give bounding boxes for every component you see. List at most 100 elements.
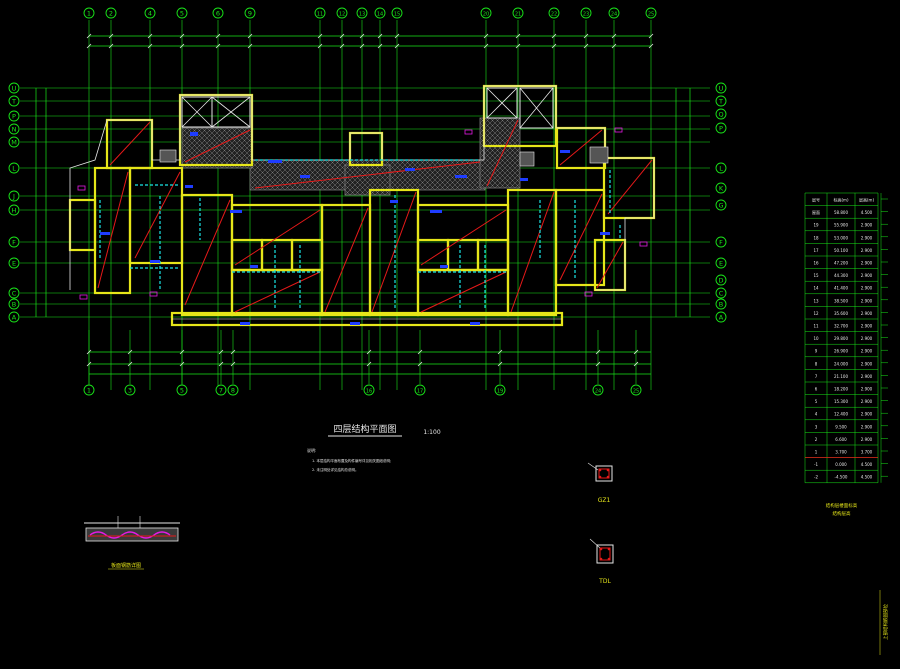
axis-bubble-right-0: U [715, 82, 727, 94]
drawing-title: 四层结构平面图 [333, 423, 396, 435]
table-cell: 16 [813, 261, 819, 266]
axis-label: 22 [551, 11, 557, 17]
axis-bubble-bottom-2: 5 [176, 384, 188, 396]
axis-label: 9 [248, 9, 252, 17]
axis-bubble-top-13: 22 [548, 7, 560, 19]
table-cell: 2.900 [861, 273, 873, 278]
table-cell: 13 [813, 298, 819, 303]
axis-bubble-left-11: B [8, 298, 20, 310]
table-cell: 2.900 [861, 324, 873, 329]
axis-label: 7 [219, 386, 223, 394]
table-cell: 标高(m) [833, 197, 848, 203]
axis-label: 2 [109, 9, 113, 17]
table-cell: 0.000 [835, 462, 847, 467]
table-cell: 2.900 [861, 336, 873, 341]
table-cell: 8 [815, 361, 818, 366]
axis-bubble-right-8: E [715, 257, 727, 269]
drawing-scale: 1:100 [423, 429, 440, 436]
axis-bubble-right-7: F [715, 236, 727, 248]
table-cell: 2.900 [861, 223, 873, 228]
axis-bubble-bottom-0: 1 [83, 384, 95, 396]
table-cell: 2.900 [861, 424, 873, 429]
axis-label: Q [718, 110, 723, 118]
table-cell: 18 [813, 235, 819, 240]
axis-label: 25 [648, 11, 654, 17]
axis-label: M [11, 138, 17, 146]
axis-label: L [12, 164, 16, 172]
table-cell: 11 [813, 324, 819, 329]
axis-label: 24 [595, 388, 601, 394]
table-cell: 21.100 [834, 374, 848, 379]
notes-heading: 说明: [307, 447, 316, 453]
axis-bubble-left-6: J [8, 190, 20, 202]
axis-bubble-top-4: 6 [212, 7, 224, 19]
axis-label: P [719, 124, 723, 132]
axis-bubble-left-3: N [8, 123, 20, 135]
axis-bubble-bottom-6: 17 [414, 384, 426, 396]
axis-label: 20 [483, 11, 489, 17]
axis-label: K [719, 184, 724, 192]
table-cell: 4.500 [861, 462, 873, 467]
axis-label: U [12, 84, 17, 92]
table-cell: 10 [813, 336, 819, 341]
axis-label: 25 [633, 388, 639, 394]
table-cell: 3.700 [861, 450, 873, 455]
axis-bubble-top-6: 11 [314, 7, 326, 19]
axis-bubble-bottom-4: 8 [227, 384, 239, 396]
axis-label: P [12, 112, 16, 120]
table-cell: 2.900 [861, 298, 873, 303]
axis-bubble-right-3: P [715, 122, 727, 134]
axis-label: T [11, 97, 16, 105]
axis-bubble-left-0: U [8, 82, 20, 94]
table-cell: 3 [815, 424, 818, 429]
table-cell: 15 [813, 273, 819, 278]
table-cell: 2.900 [861, 399, 873, 404]
axis-label: H [12, 206, 17, 214]
axis-bubble-top-1: 2 [105, 7, 117, 19]
axis-bubble-left-4: M [8, 136, 20, 148]
axis-label: E [719, 259, 723, 267]
axis-bubble-top-3: 5 [176, 7, 188, 19]
note-line-2: 2. 未注明处详见结构总说明。 [312, 467, 358, 472]
note-line-1: 1. 本层结构平面布置及构件编号详见相关图纸说明; [312, 458, 391, 463]
axis-bubble-left-10: C [8, 287, 20, 299]
axis-label: F [12, 238, 16, 246]
axis-label: E [12, 259, 16, 267]
table-footer-line: 结构层楼面标高 [826, 502, 858, 509]
table-cell: 35.600 [834, 311, 848, 316]
table-cell: 24.000 [834, 361, 848, 366]
axis-bubble-right-6: G [715, 199, 727, 211]
grid-layer [20, 20, 710, 390]
axis-label: 19 [497, 388, 503, 394]
axis-label: D [718, 276, 723, 284]
table-cell: 层高(m) [859, 197, 874, 203]
axis-label: T [718, 97, 723, 105]
section-label: 板面钢筋详图 [111, 562, 141, 569]
table-side-label: 上部结构嵌固部位 [882, 604, 889, 640]
detail-1-label: GZ1 [598, 497, 611, 504]
table-cell: 38.500 [834, 298, 848, 303]
axis-bubble-right-10: C [715, 287, 727, 299]
axis-label: 5 [180, 386, 184, 394]
axis-label: 8 [231, 386, 235, 394]
table-cell: 47.200 [834, 261, 848, 266]
axis-bubble-bottom-1: 3 [124, 384, 136, 396]
table-cell: 18.200 [834, 387, 848, 392]
table-cell: 2.900 [861, 349, 873, 354]
table-cell: 14 [813, 286, 819, 291]
table-footer-line: 结构层高 [833, 510, 851, 517]
table-cell: 58.800 [834, 210, 848, 215]
axis-bubble-right-9: D [715, 274, 727, 286]
axis-bubble-left-9: E [8, 257, 20, 269]
axis-label: 11 [317, 11, 323, 17]
axis-bubble-right-5: K [715, 182, 727, 194]
table-cell: 2.900 [861, 248, 873, 253]
table-cell: 2.900 [861, 311, 873, 316]
axis-label: 15 [394, 11, 400, 17]
axis-label: 5 [180, 9, 184, 17]
table-cell: 9 [815, 349, 818, 354]
axis-bubble-right-12: A [715, 311, 727, 323]
axis-bubble-bottom-7: 19 [494, 384, 506, 396]
axis-label: 1 [87, 386, 91, 394]
